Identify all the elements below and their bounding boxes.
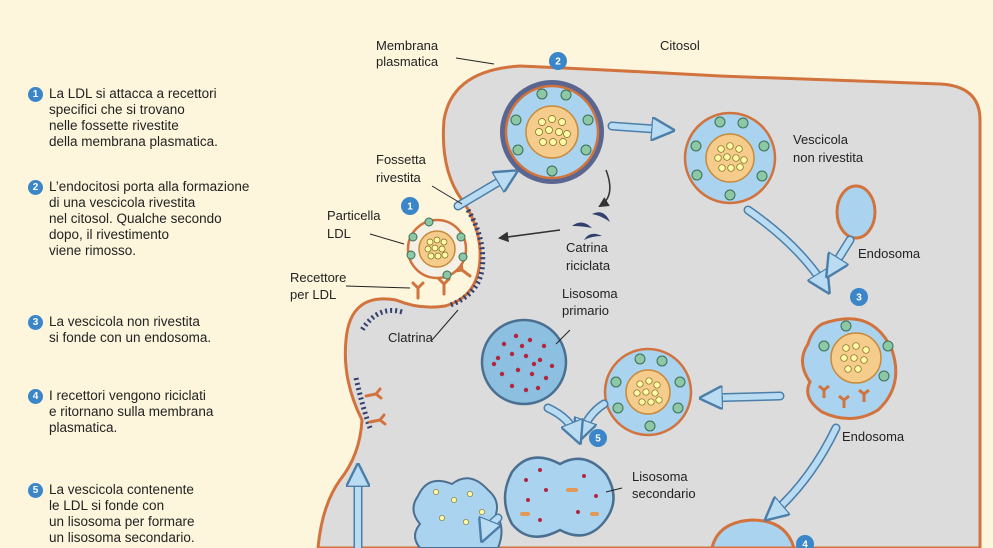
uncoated-vesicle <box>683 111 777 205</box>
label-vescicola-1: Vescicola <box>793 132 849 147</box>
clathrin-coat <box>353 208 486 429</box>
badge-5: 5 <box>589 429 607 447</box>
step-5-number: 5 <box>28 483 43 498</box>
label-catrina-2: riciclata <box>566 258 611 273</box>
label-lisosoma-secondario-2: secondario <box>632 486 696 501</box>
label-particella-2: LDL <box>327 226 351 241</box>
label-fossetta-2: rivestita <box>376 170 422 185</box>
step-4-text: I recettori vengono riciclati e ritornan… <box>49 388 214 435</box>
step-3-number: 3 <box>28 315 43 330</box>
leader-lines <box>345 57 623 493</box>
label-recettore-1: Recettore <box>290 270 346 285</box>
step-3-text: La vescicola non rivestita si fonde con … <box>49 314 212 345</box>
fused-endosome <box>801 317 898 420</box>
recycled-clathrin <box>572 212 610 240</box>
label-membrana-2: plasmatica <box>376 54 439 69</box>
step-3: 3 La vescicola non rivestita si fonde co… <box>28 314 211 346</box>
label-particella-1: Particella <box>327 208 381 223</box>
label-catrina-1: Catrina <box>566 240 609 255</box>
pit-receptors <box>364 261 472 426</box>
ldl-particle <box>406 217 468 280</box>
badge-1: 1 <box>401 197 419 215</box>
secondary-lysosome <box>503 456 615 538</box>
coated-vesicle <box>500 80 604 184</box>
label-fossetta-1: Fossetta <box>376 152 427 167</box>
step-2-number: 2 <box>28 180 43 195</box>
label-endosoma-bottom: Endosoma <box>842 429 905 444</box>
label-citosol: Citosol <box>660 38 700 53</box>
badge-4-text: 4 <box>802 540 808 548</box>
label-lisosoma-primario-1: Lisosoma <box>562 286 618 301</box>
step-2-text: L’endocitosi porta alla formazione di un… <box>49 179 250 258</box>
step-2: 2 L’endocitosi porta alla formazione di … <box>28 179 249 259</box>
step-5-text: La vescicola contenente le LDL si fonde … <box>49 482 195 545</box>
badge-2-text: 2 <box>555 57 561 68</box>
clathrin-return-arrow <box>497 229 561 243</box>
step-list: 1 La LDL si attacca a recettori specific… <box>0 0 320 548</box>
label-vescicola-2: non rivestita <box>793 150 864 165</box>
primary-lysosome <box>480 318 568 406</box>
badge-1-text: 1 <box>407 202 413 213</box>
step-4: 4 I recettori vengono riciclati e ritorn… <box>28 388 213 436</box>
endosome-small <box>835 184 877 240</box>
label-endosoma-top: Endosoma <box>858 246 921 261</box>
step-5: 5 La vescicola contenente le LDL si fond… <box>28 482 195 546</box>
label-recettore-2: per LDL <box>290 287 336 302</box>
label-clatrina: Clatrina <box>388 330 434 345</box>
label-lisosoma-secondario-1: Lisosoma <box>632 469 688 484</box>
step-1-number: 1 <box>28 87 43 102</box>
badge-4: 4 <box>796 535 814 548</box>
badge-3: 3 <box>850 288 868 306</box>
recycling-vesicle <box>710 518 796 548</box>
badge-5-text: 5 <box>595 434 601 445</box>
clathrin-recycle-arrow <box>598 169 611 208</box>
badge-2: 2 <box>549 52 567 70</box>
label-lisosoma-primario-2: primario <box>562 303 609 318</box>
pathway-arrows <box>358 126 855 548</box>
badge-3-text: 3 <box>856 293 862 304</box>
ldl-vesicle <box>603 347 693 437</box>
step-1: 1 La LDL si attacca a recettori specific… <box>28 86 218 150</box>
step-4-number: 4 <box>28 389 43 404</box>
label-membrana-1: Membrana <box>376 38 439 53</box>
step-1-text: La LDL si attacca a recettori specifici … <box>49 86 218 149</box>
